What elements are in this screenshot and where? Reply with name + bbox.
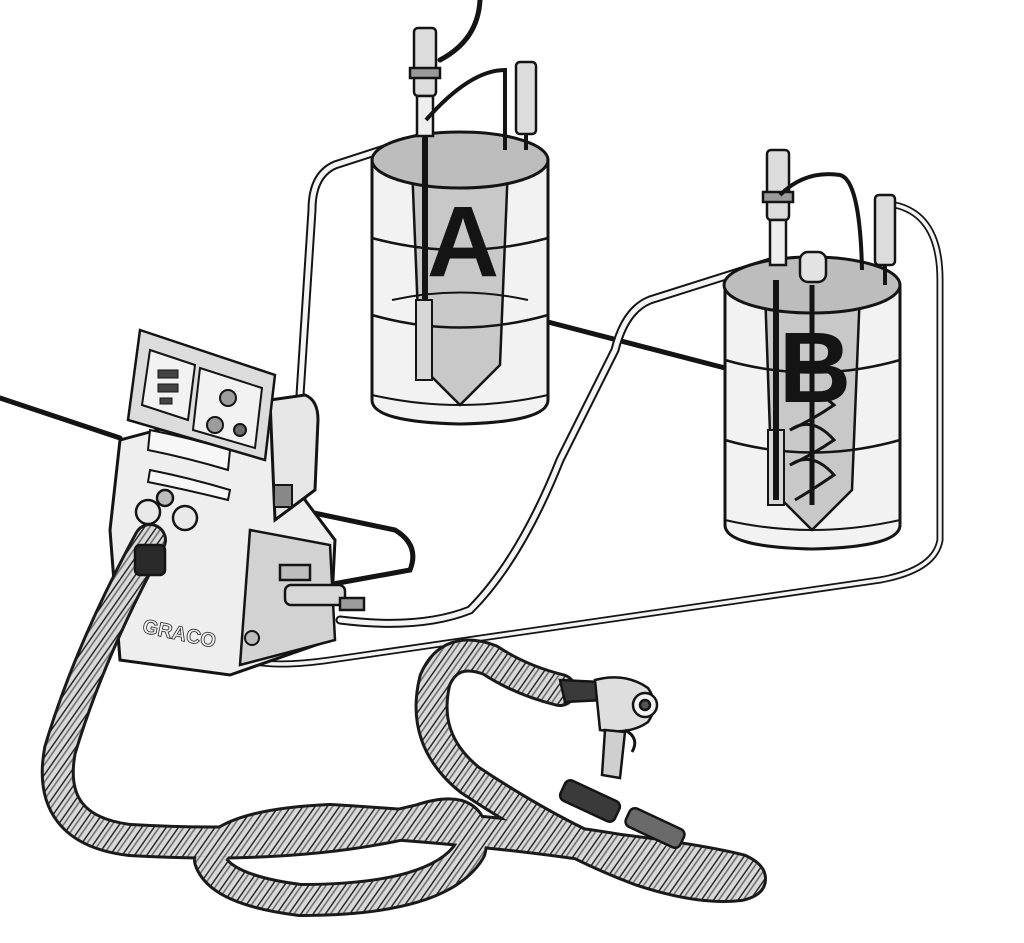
drum-a-label: A [427,186,499,298]
transfer-pump-a [408,26,538,150]
heated-hose-bundle [40,523,767,917]
transfer-pump-b [761,148,897,285]
control-panel [126,328,277,462]
spray-gun [558,676,659,780]
power-cable [0,0,728,593]
pressure-gauges [134,488,199,532]
drum-a [370,130,550,426]
inlet-valves [278,563,366,612]
drum-b-label: B [779,312,851,424]
supply-hose-b [335,257,775,628]
agitator-auger [789,285,837,505]
supply-hose-a [295,133,423,400]
hose-couplings [133,543,686,850]
